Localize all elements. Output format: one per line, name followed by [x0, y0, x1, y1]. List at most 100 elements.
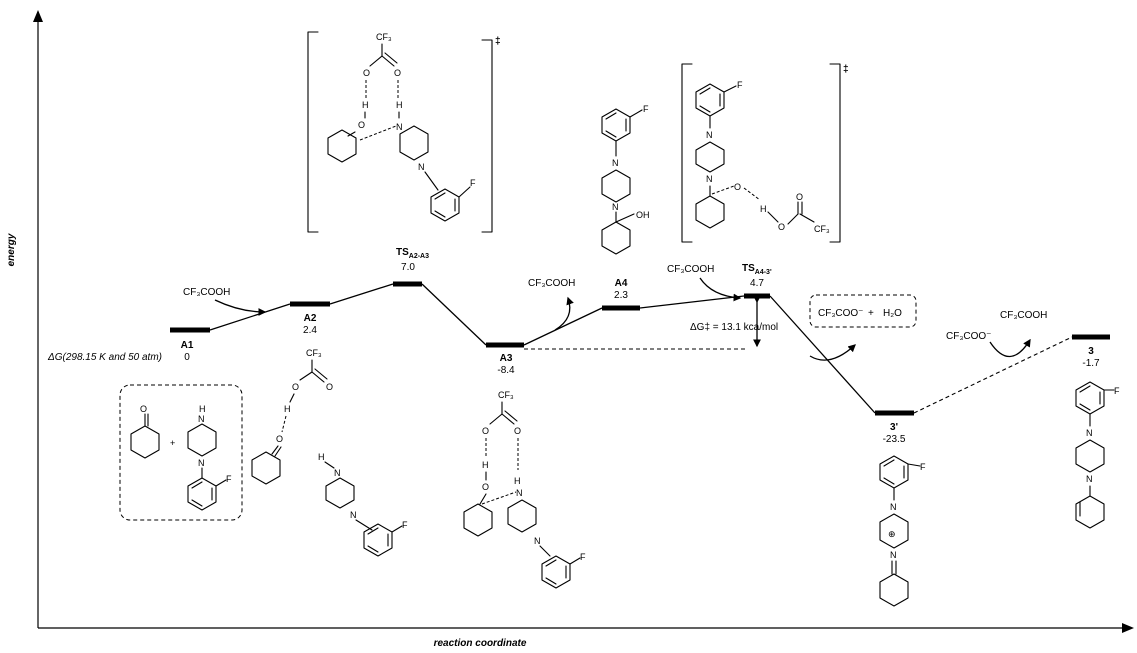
energy-3prime: -23.5 [883, 434, 906, 445]
y-axis [33, 10, 43, 628]
arrow-in-a2 [214, 299, 267, 316]
charge-symbol: ⊕ [888, 529, 896, 539]
svg-text:CF₃: CF₃ [498, 390, 514, 400]
products-plus: + [868, 308, 874, 319]
arrow-p3 [989, 338, 1031, 358]
svg-text:+: + [170, 438, 175, 448]
svg-text:OH: OH [636, 210, 650, 220]
svg-text:N: N [706, 174, 713, 184]
svg-text:H: H [318, 452, 325, 462]
barrier-text: ΔG‡ = 13.1 kca/mol [690, 322, 778, 333]
svg-text:N: N [706, 130, 713, 140]
svg-text:N: N [1086, 474, 1093, 484]
svg-text:H: H [284, 404, 291, 414]
svg-text:N: N [198, 458, 205, 468]
svg-text:N: N [350, 510, 357, 520]
barrier-annotation: ΔG‡ = 13.1 kca/mol [690, 295, 778, 348]
products-anion: CF₃COO⁻ [818, 308, 863, 319]
energy-TSA43: 4.7 [750, 278, 764, 289]
svg-text:H: H [514, 476, 521, 486]
energy-levels [170, 281, 1110, 416]
energy-A1: 0 [184, 352, 190, 363]
reagent-cf3cooh-a2: CF₃COOH [183, 287, 230, 298]
label-A2: A2 [304, 313, 317, 324]
label-TSA43: TSA4-3' [742, 263, 772, 276]
svg-text:N: N [890, 550, 897, 560]
svg-text:O: O [514, 426, 521, 436]
svg-text:CF₃: CF₃ [814, 224, 830, 234]
svg-text:N: N [612, 158, 619, 168]
svg-text:O: O [734, 182, 741, 192]
energy-A3: -8.4 [497, 365, 515, 376]
svg-text:F: F [226, 474, 232, 484]
arrow-in-ts2 [699, 277, 742, 302]
svg-text:CF₃: CF₃ [376, 32, 392, 42]
reagent-cf3cooh-p3: CF₃COOH [1000, 310, 1047, 321]
molecule-ts-a2a3: ‡ CF₃ O O H H O N N F [307, 31, 501, 233]
svg-text:H: H [760, 204, 767, 214]
svg-text:N: N [1086, 428, 1093, 438]
svg-text:F: F [1114, 386, 1120, 396]
svg-text:H: H [482, 460, 489, 470]
svg-text:O: O [778, 222, 785, 232]
svg-text:H: H [396, 100, 403, 110]
reagents: CF₃COOH CF₃COOH CF₃COOH CF₃COO⁻ CF₃COOH [183, 264, 1047, 361]
label-TSA2A3: TSA2-A3 [396, 247, 429, 260]
svg-text:N: N [612, 202, 619, 212]
svg-text:O: O [482, 426, 489, 436]
x-axis [38, 623, 1134, 633]
svg-text:F: F [920, 462, 926, 472]
reagent-cf3coo-anion: CF₃COO⁻ [946, 331, 991, 342]
svg-text:O: O [292, 382, 299, 392]
svg-text:F: F [580, 552, 586, 562]
svg-text:O: O [326, 382, 333, 392]
svg-text:F: F [402, 520, 408, 530]
svg-text:O: O [796, 192, 803, 202]
label-A4: A4 [615, 278, 628, 289]
ts-marker-1: ‡ [495, 36, 501, 47]
svg-text:N: N [396, 122, 403, 132]
x-axis-label: reaction coordinate [434, 638, 527, 648]
svg-text:N: N [534, 536, 541, 546]
connectors [209, 283, 1073, 414]
reagent-cf3cooh-ts2: CF₃COOH [667, 264, 714, 275]
molecule-a4: F N N OH [601, 104, 650, 255]
arrow-out-a3 [554, 296, 574, 331]
molecule-ts-a43: ‡ F N N O H O O CF₃ [681, 63, 849, 243]
svg-text:F: F [643, 104, 649, 114]
svg-text:H: H [199, 404, 206, 414]
svg-text:O: O [276, 434, 283, 444]
molecule-a3: CF₃ O O H O H N N F [463, 390, 586, 589]
energy-TSA2A3: 7.0 [401, 262, 415, 273]
label-A1: A1 [181, 340, 194, 351]
svg-text:N: N [516, 488, 523, 498]
footnote: ΔG(298.15 K and 50 atm) [47, 352, 162, 363]
label-3: 3 [1088, 346, 1094, 357]
molecule-3prime: F N ⊕ N [879, 455, 926, 607]
svg-text:N: N [334, 468, 341, 478]
products-box: CF₃COO⁻ + H₂O [809, 294, 917, 328]
molecule-a2: CF₃ O O H O H N N F [251, 348, 408, 557]
ts-marker-2: ‡ [843, 64, 849, 75]
svg-text:O: O [394, 68, 401, 78]
state-labels: A1 0 ΔG(298.15 K and 50 atm) A2 2.4 TSA2… [47, 247, 1100, 445]
svg-text:O: O [358, 120, 365, 130]
energy-A2: 2.4 [303, 325, 317, 336]
energy-3: -1.7 [1082, 358, 1100, 369]
molecule-3: F N N [1075, 381, 1120, 529]
reagent-cf3cooh-a3: CF₃COOH [528, 278, 575, 289]
svg-text:O: O [140, 404, 147, 414]
svg-text:CF₃: CF₃ [306, 348, 322, 358]
molecule-a1: O + H N N F [119, 384, 243, 521]
svg-text:O: O [482, 482, 489, 492]
y-axis-label: energy [6, 233, 17, 266]
svg-text:N: N [198, 414, 205, 424]
svg-text:F: F [737, 80, 743, 90]
svg-text:O: O [363, 68, 370, 78]
arrow-out-3prime [809, 344, 856, 361]
label-A3: A3 [500, 353, 513, 364]
svg-text:H: H [362, 100, 369, 110]
svg-text:F: F [470, 178, 476, 188]
